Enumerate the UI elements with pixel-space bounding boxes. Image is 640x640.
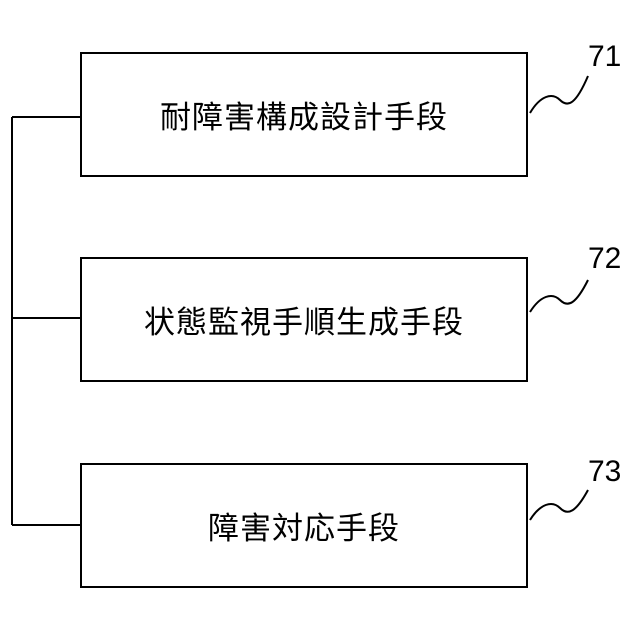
- block-fault-response: 障害対応手段: [80, 463, 528, 588]
- leader-line-1: [530, 76, 588, 113]
- block-label: 耐障害構成設計手段: [160, 92, 448, 137]
- reference-numeral: 71: [588, 42, 621, 72]
- reference-numeral: 73: [588, 457, 621, 487]
- leader-line-3: [530, 490, 588, 520]
- leader-line-2: [530, 280, 588, 312]
- reference-numeral: 72: [588, 244, 621, 274]
- block-fault-tolerant-design: 耐障害構成設計手段: [80, 52, 528, 177]
- block-monitoring-procedure: 状態監視手順生成手段: [80, 257, 528, 382]
- block-label: 状態監視手順生成手段: [144, 297, 464, 342]
- block-label: 障害対応手段: [208, 503, 400, 548]
